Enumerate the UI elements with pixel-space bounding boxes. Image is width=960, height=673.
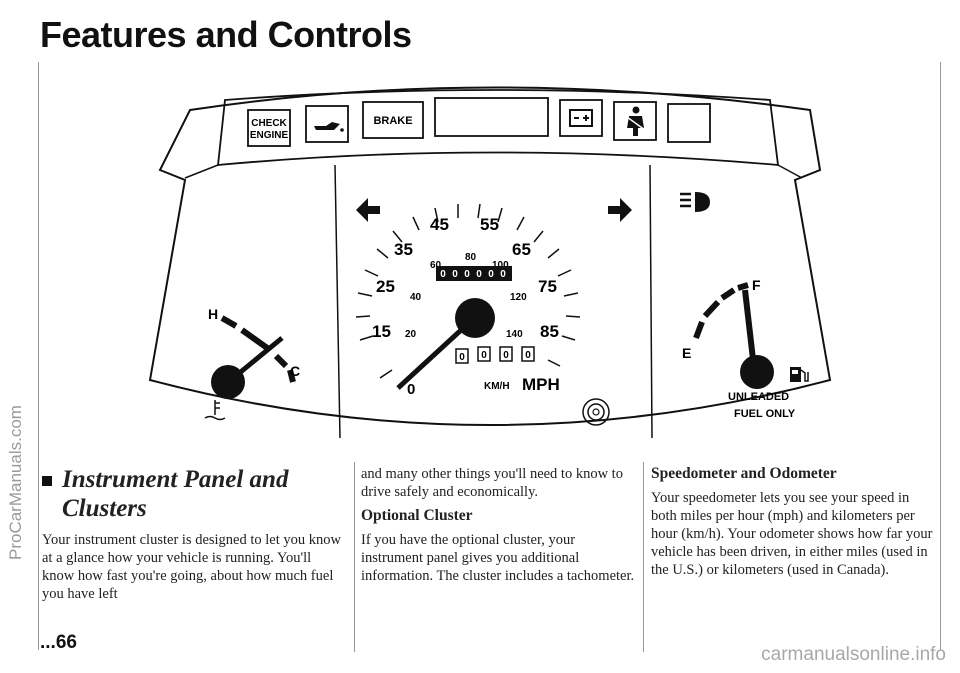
section-title-line2: Clusters [62, 495, 147, 522]
kmh-label-80: 80 [465, 252, 477, 263]
check-engine-label-1: CHECK [251, 118, 287, 129]
temp-hot-label: H [208, 306, 218, 322]
fuel-gauge: F E UNLEADED FUEL ONLY [682, 277, 809, 420]
unit-kmh: KM/H [484, 381, 510, 392]
column-divider-left [38, 62, 39, 650]
right-turn-arrow-icon [608, 198, 632, 222]
oil-can-icon [314, 122, 344, 132]
check-engine-light [247, 109, 291, 147]
fuel-full-label: F [752, 277, 761, 293]
mph-label-85: 85 [540, 322, 559, 341]
cluster-housing [148, 86, 832, 426]
optional-cluster-heading: Optional Cluster [361, 507, 473, 524]
blank-light-1 [434, 97, 549, 137]
fuel-label-fuel-only: FUEL ONLY [734, 408, 796, 420]
high-beam-icon [680, 192, 710, 212]
seatbelt-icon [626, 106, 646, 136]
kmh-label-100: 100 [492, 260, 509, 271]
fuel-label-unleaded: UNLEADED [728, 391, 789, 403]
odometer-digit: 0 [440, 269, 446, 280]
mph-label-15: 15 [372, 322, 391, 341]
seatbelt-light [613, 101, 657, 141]
odometer: 0 0 0 0 0 0 [436, 266, 512, 281]
temp-cold-label: C [290, 363, 300, 379]
unit-mph: MPH [522, 375, 560, 394]
col3-paragraph: Your speedometer lets you see your speed… [651, 490, 933, 578]
oil-light [305, 105, 349, 143]
blank-light-2 [667, 103, 711, 143]
column-divider-1 [354, 462, 355, 652]
page-number: ...66 [40, 632, 77, 653]
mph-label-35: 35 [394, 240, 413, 259]
trip-reset-knob [582, 398, 610, 426]
kmh-label-140: 140 [506, 329, 523, 340]
odometer-digit: 0 [500, 269, 506, 280]
warning-strip [216, 89, 780, 166]
kmh-label-20: 20 [405, 329, 417, 340]
side-watermark: ProCarManuals.com [6, 405, 25, 560]
section-title-line1: Instrument Panel and [62, 466, 289, 493]
trip-digit: 0 [525, 350, 531, 361]
odometer-digit: 0 [476, 269, 482, 280]
trip-odometer: 0 0 0 0 [455, 346, 535, 364]
coolant-temp-icon [204, 400, 226, 421]
mph-label-0: 0 [407, 381, 415, 398]
section-title: Instrument Panel and Clusters [42, 465, 342, 523]
mph-label-65: 65 [512, 240, 531, 259]
bottom-watermark: carmanualsonline.info [761, 644, 946, 665]
trip-digit: 0 [459, 352, 465, 363]
fuel-pump-icon [790, 367, 809, 382]
column-divider-right [940, 62, 941, 650]
left-turn-arrow-icon [356, 198, 380, 222]
speedometer-ticks [355, 203, 581, 379]
speedometer-hub [455, 298, 495, 338]
kmh-label-40: 40 [410, 292, 422, 303]
col2-paragraph: and many other things you'll need to kno… [361, 466, 623, 500]
odometer-digit: 0 [488, 269, 494, 280]
trip-digit: 0 [503, 350, 509, 361]
instrument-cluster-figure: CHECK ENGINE BRAKE [148, 86, 832, 439]
temperature-gauge: H C [204, 306, 300, 421]
column-instrument-panel: Instrument Panel and Clusters Your instr… [42, 465, 342, 603]
speedometer-heading: Speedometer and Odometer [651, 465, 837, 482]
col2-paragraph-2: If you have the optional cluster, your i… [361, 532, 635, 584]
brake-light [362, 101, 424, 139]
trip-digit: 0 [481, 350, 487, 361]
kmh-label-120: 120 [510, 292, 527, 303]
check-engine-label-2: ENGINE [250, 130, 289, 141]
column-optional-cluster: and many other things you'll need to kno… [361, 465, 636, 585]
mph-label-75: 75 [538, 277, 557, 296]
column-speedometer: Speedometer and Odometer Your speedomete… [651, 465, 933, 579]
battery-icon [569, 109, 593, 127]
mph-label-45: 45 [430, 215, 449, 234]
kmh-label-60: 60 [430, 260, 442, 271]
mph-label-25: 25 [376, 277, 395, 296]
col1-paragraph: Your instrument cluster is designed to l… [42, 532, 341, 602]
odometer-digit: 0 [464, 269, 470, 280]
fuel-empty-label: E [682, 345, 691, 361]
brake-label: BRAKE [373, 115, 412, 127]
odometer-digit: 0 [452, 269, 458, 280]
speedometer-needle [396, 318, 474, 390]
battery-light [559, 99, 603, 137]
column-divider-2 [643, 462, 644, 652]
bullet-icon [42, 476, 52, 487]
page-heading: Features and Controls [40, 14, 412, 55]
mph-label-55: 55 [480, 215, 499, 234]
